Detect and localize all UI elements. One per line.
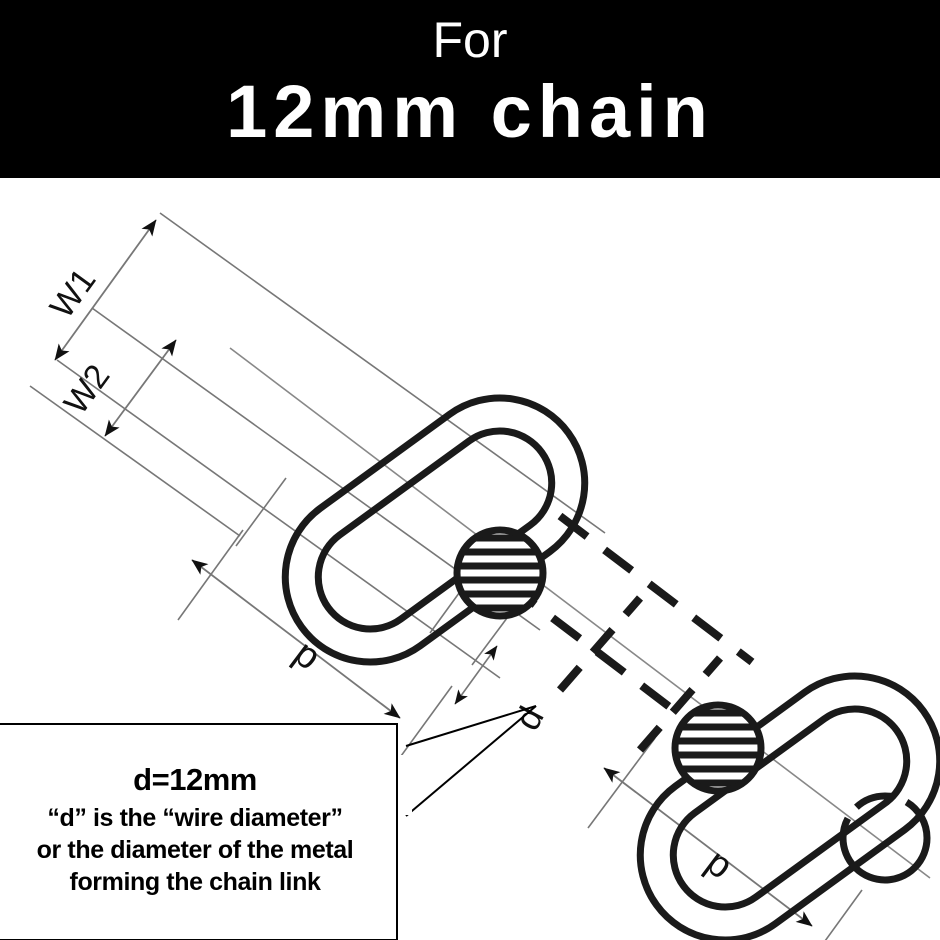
header-title-for: For [432,12,508,68]
callout-leader-lines [405,705,537,817]
section-circle-2 [671,701,765,795]
link2-outer-outline [636,672,940,940]
plain-section-circle [839,792,931,884]
wire-section-link1 [453,526,547,620]
section-circle-1 [453,526,547,620]
callout-notch-mask [398,755,412,815]
dimension-label-w1: W1 [43,262,104,326]
callout-line-2: or the diameter of the metal [36,835,354,864]
callout-content: d=12mm “d” is the “wire diameter” or the… [0,725,396,939]
chain-link-2 [636,672,940,940]
centerline-axis [229,347,931,879]
header-title-chain-size: 12mm chain [226,69,714,153]
callout-line-1: “d” is the “wire diameter” [47,803,343,832]
dimension-label-p1: p [286,632,328,678]
dimension-d: d [454,645,552,737]
callout-heading: d=12mm [133,762,257,798]
link1-inner-outline [314,427,556,633]
callout-box: d=12mm “d” is the “wire diameter” or the… [0,723,398,940]
technical-drawing: W1 W2 p p d [0,178,940,940]
dimension-label-d: d [506,700,552,737]
callout-line-3: forming the chain link [69,867,321,896]
hidden-link-dashed-segments [505,512,755,753]
dimension-w1: W1 [43,219,157,361]
header-banner: For 12mm chain [0,0,940,178]
wire-circle-link2-plain [839,792,931,884]
chain-link-drawing-svg: W1 W2 p p d [29,212,940,940]
wire-section-link2 [671,701,765,795]
dimension-w2: W2 [57,339,177,437]
dimension-label-p2: p [698,841,740,887]
